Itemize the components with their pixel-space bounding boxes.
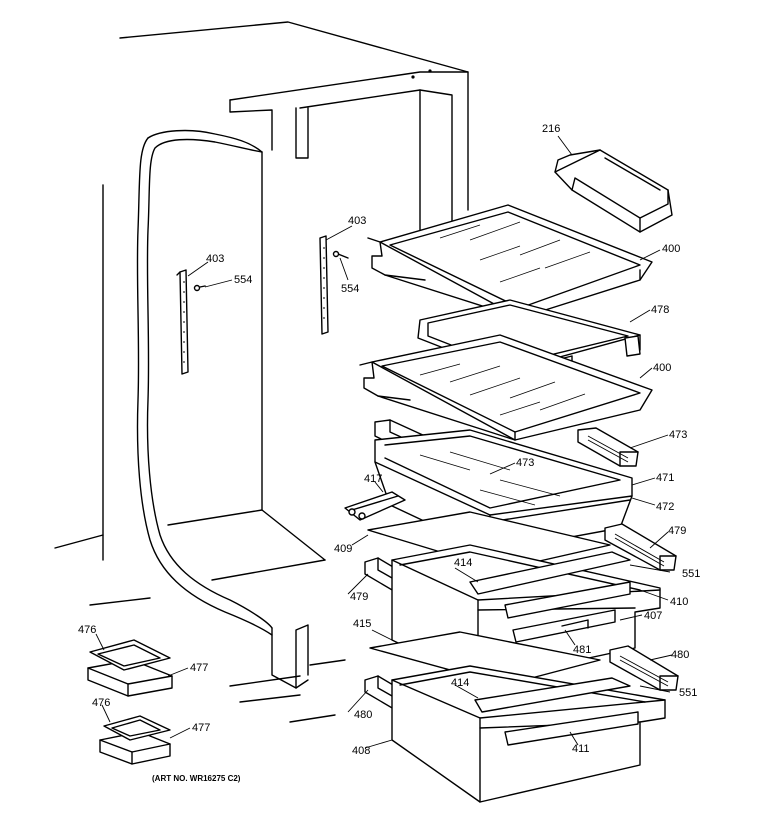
label-403-right: 403 — [348, 215, 366, 227]
drawer-408 — [391, 665, 666, 803]
crisper-pan-471 — [374, 429, 633, 553]
dairy-container-upper — [87, 639, 173, 697]
shelf-support-right — [319, 235, 329, 335]
label-403-left: 403 — [206, 253, 224, 265]
label-476-upper: 476 — [78, 624, 96, 636]
label-473-left: 473 — [516, 457, 534, 469]
label-478: 478 — [651, 304, 669, 316]
label-408: 408 — [352, 745, 370, 757]
leader-lines — [95, 135, 673, 749]
glass-shelf-400-top — [367, 204, 653, 319]
label-472: 472 — [656, 501, 674, 513]
label-400-top: 400 — [662, 243, 680, 255]
label-414-upper: 414 — [454, 557, 472, 569]
slide-rail-480-right — [609, 645, 679, 691]
label-409: 409 — [334, 543, 352, 555]
label-554-left: 554 — [234, 274, 252, 286]
label-481: 481 — [573, 644, 591, 656]
slide-rail-473-right — [577, 427, 639, 467]
label-477-lower: 477 — [192, 722, 210, 734]
refrigerator-cabinet — [54, 21, 469, 723]
label-551-lower: 551 — [679, 687, 697, 699]
callout-labels: 216 400 403 554 403 554 478 400 473 473 … — [78, 123, 700, 783]
label-473-right: 473 — [669, 429, 687, 441]
label-415: 415 — [353, 618, 371, 630]
screw-554-right — [332, 250, 349, 259]
label-414-lower: 414 — [451, 677, 469, 689]
rail-417 — [344, 491, 406, 521]
label-554-right: 554 — [341, 283, 359, 295]
slide-rail-479-right — [604, 523, 677, 571]
label-410: 410 — [670, 596, 688, 608]
label-551-upper: 551 — [682, 568, 700, 580]
label-216: 216 — [542, 123, 560, 135]
door-bin-216 — [554, 149, 673, 233]
label-400-lower: 400 — [653, 362, 671, 374]
screw-554-left — [193, 284, 206, 292]
glass-shelf-400-lower — [359, 334, 653, 441]
label-479-right: 479 — [668, 525, 686, 537]
label-476-lower: 476 — [92, 697, 110, 709]
label-479-left: 479 — [350, 591, 368, 603]
label-471: 471 — [656, 472, 674, 484]
label-411: 411 — [572, 743, 590, 755]
shelf-support-left — [176, 269, 189, 375]
label-407: 407 — [644, 610, 662, 622]
label-477-upper: 477 — [190, 662, 208, 674]
label-417: 417 — [364, 473, 382, 485]
label-480-left: 480 — [354, 709, 372, 721]
dairy-container-lower — [99, 715, 171, 765]
label-480-right: 480 — [671, 649, 689, 661]
art-number-caption: (ART NO. WR16275 C2) — [152, 774, 241, 783]
